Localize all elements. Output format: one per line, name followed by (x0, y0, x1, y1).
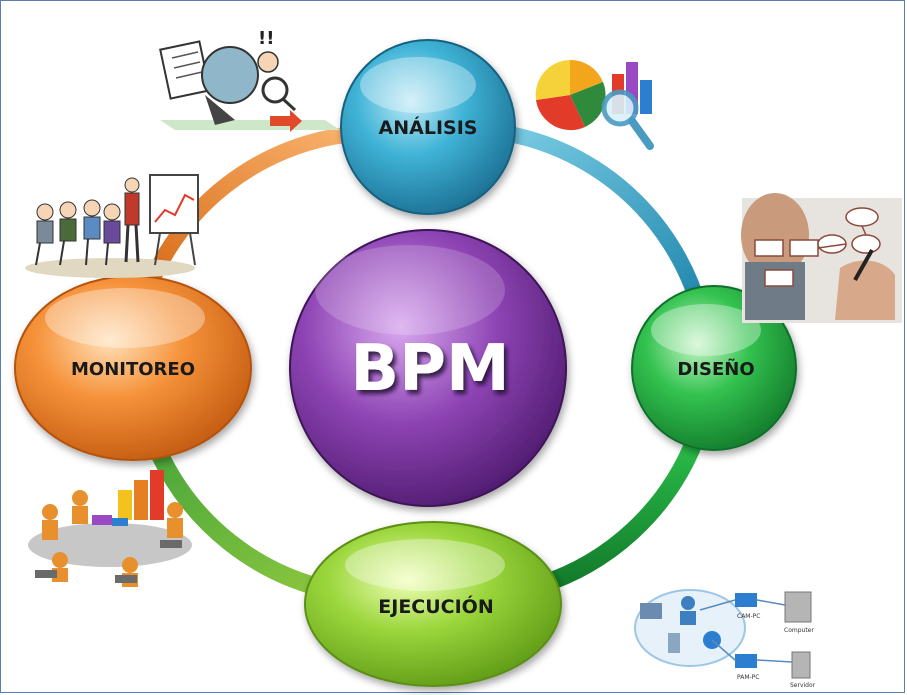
phase-label-monitoreo: MONITOREO (71, 359, 195, 380)
phase-label-analisis: ANÁLISIS (379, 116, 478, 139)
network-label-pam-pc: PAM-PC (737, 674, 760, 681)
phase-label-diseno: DISEÑO (677, 357, 754, 380)
analysis-person-icon: !! (159, 28, 340, 132)
center-node: BPM (289, 229, 567, 507)
network-label-cam-pc: CAM-PC (737, 613, 760, 620)
phase-node-diseno: DISEÑO (631, 285, 797, 451)
ring-segment-analisis-diseno (472, 122, 708, 318)
phase-node-ejecucion: EJECUCIÓN (304, 521, 562, 687)
execution-team-icon (28, 470, 192, 587)
monitoring-meeting-icon (25, 174, 199, 278)
phase-node-analisis: ANÁLISIS (340, 39, 516, 215)
ring-segment-diseno-ejecucion (531, 431, 704, 594)
ring-segment-monitoreo-analisis (142, 127, 353, 293)
svg-text:!!: !! (258, 28, 274, 49)
analysis-magnifier-icon (535, 59, 654, 150)
network-label-computer: Computer (784, 627, 814, 634)
design-flowchart-icon (741, 193, 902, 323)
network-label-servidor: Servidor (790, 682, 816, 689)
phase-node-monitoreo: MONITOREO (14, 275, 252, 461)
center-label: BPM (350, 332, 509, 406)
ring-segment-ejecucion-monitoreo (151, 446, 339, 599)
phase-label-ejecucion: EJECUCIÓN (378, 594, 493, 618)
execution-network-icon: CAM-PC Computer PAM-PC Servidor (625, 578, 843, 690)
cycle-ring (142, 122, 708, 599)
